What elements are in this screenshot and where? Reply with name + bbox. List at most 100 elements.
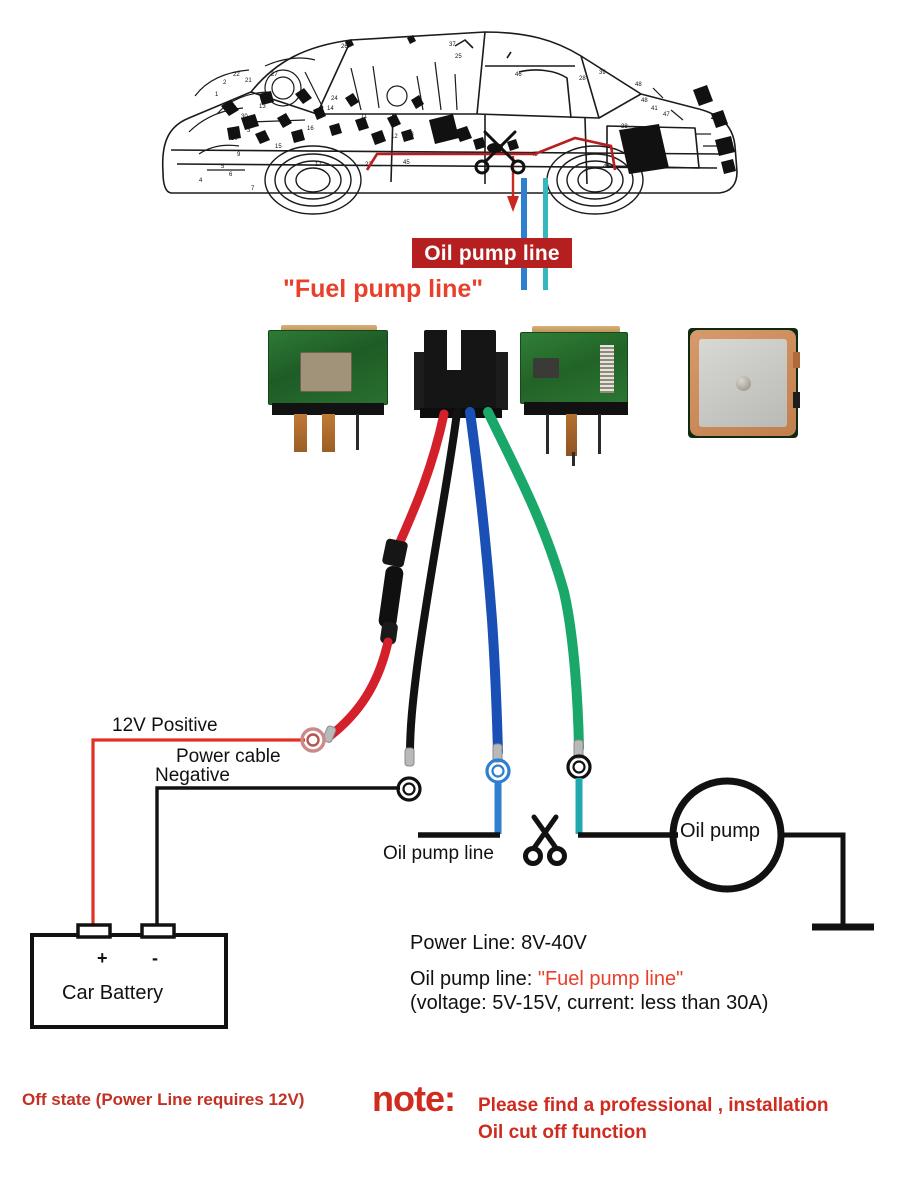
pcb-base-back (524, 402, 628, 415)
label-negative: Negative (155, 765, 230, 786)
inline-fuse-holder (378, 538, 408, 645)
gps-tracker-pcb-back-goldstrip (532, 326, 620, 334)
positive-wire-path (91, 738, 305, 935)
gps-tracker-pcb-front-goldstrip (281, 325, 377, 333)
svg-text:28: 28 (579, 76, 586, 82)
svg-text:11: 11 (361, 114, 368, 120)
green-oil-pump-wire (483, 407, 584, 753)
ring-terminal-negative (396, 776, 422, 802)
svg-text:25: 25 (455, 54, 462, 60)
relay-lug-1 (294, 414, 307, 452)
red-power-wire (395, 409, 449, 547)
relay-slot (447, 330, 461, 370)
battery-terminal-positive (76, 923, 112, 939)
note-body: Please find a professional , installatio… (478, 1092, 829, 1146)
svg-text:13: 13 (259, 104, 266, 110)
spec-oil-detail: (voltage: 5V-15V, current: less than 30A… (410, 992, 769, 1014)
svg-text:45: 45 (403, 160, 410, 166)
label-oil-pump-line: Oil pump line (383, 843, 494, 864)
svg-text:6: 6 (229, 172, 233, 178)
battery-terminal-negative (140, 923, 176, 939)
car-battery-box (30, 933, 228, 1029)
spec-oil-pump-line: Oil pump line: "Fuel pump line" (410, 968, 850, 991)
svg-text:44: 44 (603, 164, 610, 170)
label-battery-plus: + (97, 948, 108, 968)
svg-text:10: 10 (231, 136, 238, 142)
svg-text:9: 9 (237, 152, 241, 158)
oil-pump-line-badge: Oil pump line (412, 238, 572, 268)
pump-ground-wire (781, 832, 846, 925)
fuel-pump-line-label: "Fuel pump line" (283, 275, 484, 303)
label-oil-pump: Oil pump (680, 820, 761, 842)
svg-text:39: 39 (599, 70, 606, 76)
pcb-pin-header (600, 345, 614, 393)
svg-text:5: 5 (221, 164, 225, 170)
relay-foot (420, 408, 502, 418)
svg-text:24: 24 (331, 96, 338, 102)
gps-antenna-tab-2 (793, 392, 800, 408)
svg-text:26: 26 (341, 44, 348, 50)
svg-text:36: 36 (627, 142, 634, 148)
note-heading: note: (372, 1078, 456, 1119)
ring-terminal-teal (566, 754, 592, 780)
relay-pin-back-1 (546, 414, 549, 454)
svg-text:27: 27 (271, 72, 278, 78)
label-12v-positive: 12V Positive (112, 715, 218, 736)
relay-lug-back (566, 414, 577, 456)
note-line-2: Oil cut off function (478, 1122, 647, 1143)
car-teal-drop-line (543, 178, 548, 290)
pcb-base-front (272, 403, 384, 415)
black-ground-wire (406, 408, 461, 758)
relay-pin-back-3 (572, 452, 575, 466)
negative-wire-path (155, 786, 400, 935)
off-state-note: Off state (Power Line requires 12V) (22, 1090, 305, 1109)
blue-oil-pump-wire (465, 407, 503, 757)
relay-pin-back-2 (598, 414, 601, 454)
svg-text:16: 16 (307, 126, 314, 132)
svg-text:17: 17 (315, 162, 322, 168)
svg-text:37: 37 (449, 42, 456, 48)
relay-lug-2 (322, 414, 335, 452)
svg-text:3: 3 (247, 128, 251, 134)
svg-text:12: 12 (391, 134, 398, 140)
pcb-ic-chip (533, 358, 559, 378)
note-line-1: Please find a professional , installatio… (478, 1095, 829, 1116)
specification-block: Power Line: 8V-40V Oil pump line: "Fuel … (410, 932, 850, 1028)
scissors-icon (474, 130, 526, 175)
spec-oil-prefix: Oil pump line: (410, 968, 538, 990)
relay-pin-front (356, 414, 359, 450)
svg-text:7: 7 (251, 186, 255, 192)
svg-text:38: 38 (621, 124, 628, 130)
svg-text:41: 41 (651, 106, 658, 112)
ring-terminal-positive (300, 727, 326, 753)
spec-oil-red: "Fuel pump line" (537, 968, 684, 990)
svg-text:22: 22 (233, 72, 240, 78)
svg-text:1: 1 (215, 92, 219, 98)
car-blue-drop-line (521, 178, 527, 290)
label-power-cable: Power cable (176, 746, 281, 767)
gps-antenna-tab-1 (793, 352, 800, 368)
svg-text:48: 48 (641, 98, 648, 104)
svg-text:18: 18 (407, 132, 414, 138)
wire-crimp-barrels (322, 725, 584, 767)
label-battery-minus: - (152, 948, 158, 968)
svg-text:30: 30 (241, 114, 248, 120)
scissors-icon (523, 814, 567, 866)
label-car-battery: Car Battery (62, 982, 164, 1004)
svg-text:15: 15 (275, 144, 282, 150)
svg-text:2: 2 (223, 80, 227, 86)
svg-text:21: 21 (245, 78, 252, 84)
svg-text:48: 48 (635, 82, 642, 88)
red-power-wire-lower (325, 637, 393, 741)
spec-power-line: Power Line: 8V-40V (410, 932, 587, 954)
svg-text:14: 14 (327, 106, 334, 112)
pcb-shield-can (300, 352, 352, 392)
ring-terminal-blue (485, 758, 511, 784)
svg-text:4: 4 (199, 178, 203, 184)
svg-text:46: 46 (515, 72, 522, 78)
gps-antenna-feed-pin (736, 376, 751, 391)
